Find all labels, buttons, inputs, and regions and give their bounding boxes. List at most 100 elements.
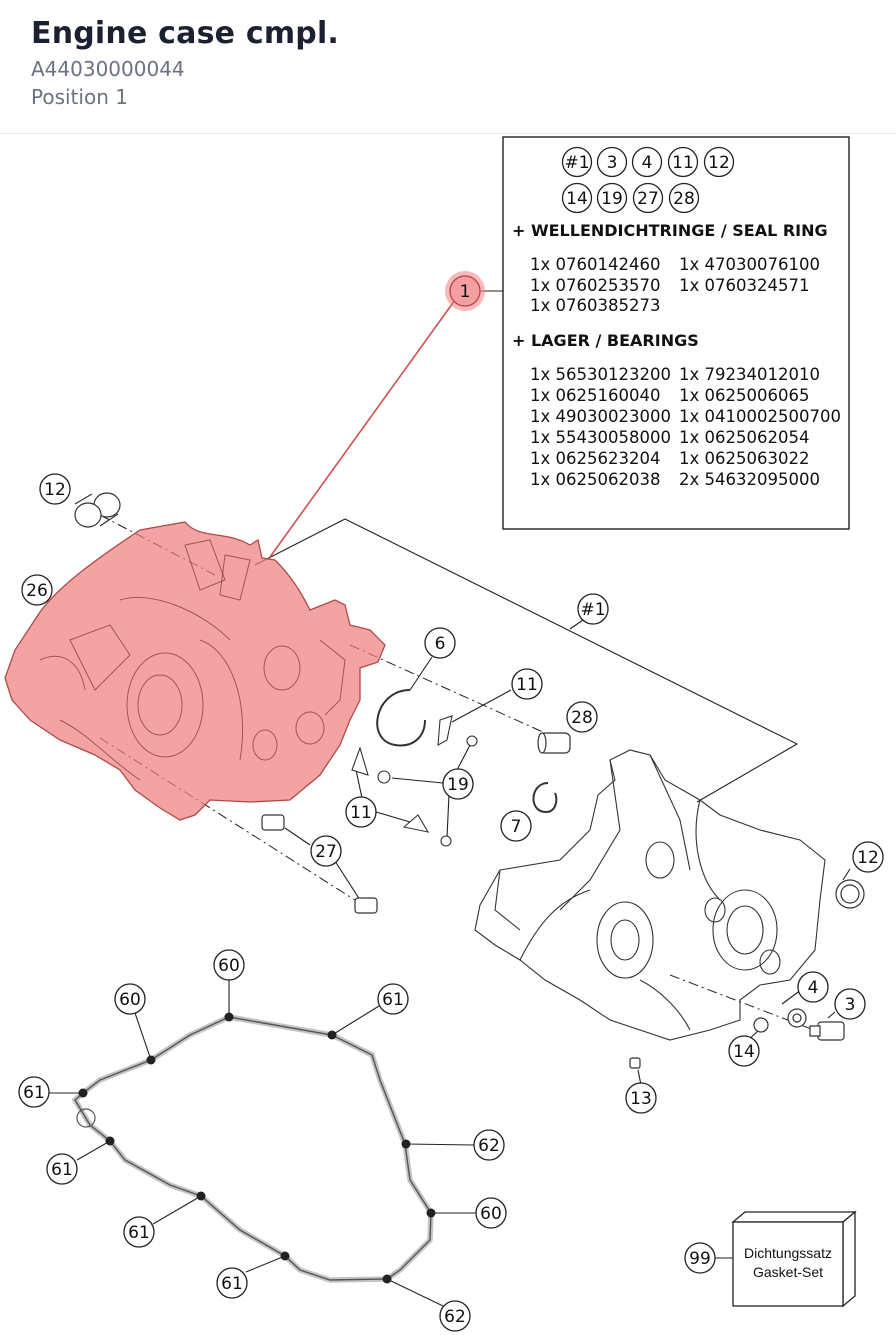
screw-13[interactable] (629, 1057, 641, 1069)
callout-28[interactable]: 28 (566, 701, 598, 733)
plug-3[interactable] (809, 1021, 845, 1041)
svg-text:19: 19 (447, 775, 469, 795)
bearing-part: 1x 79234012010 (679, 365, 820, 384)
svg-text:61: 61 (51, 1160, 73, 1180)
callout-61[interactable]: 61 (377, 983, 409, 1015)
svg-text:7: 7 (511, 817, 522, 837)
svg-text:60: 60 (480, 1204, 502, 1224)
svg-text:99: 99 (689, 1249, 711, 1269)
engine-case-half-right[interactable] (474, 749, 826, 1041)
legend-callout: 14 (566, 189, 588, 209)
bearing-part: 1x 49030023000 (530, 407, 671, 426)
svg-text:12: 12 (857, 848, 879, 868)
seal-heading: + WELLENDICHTRINGE / SEAL RING (512, 221, 828, 240)
bearing-part: 1x 0625062038 (530, 470, 661, 489)
bearing-part: 1x 0625062054 (679, 428, 810, 447)
svg-text:61: 61 (382, 990, 404, 1010)
bearing-heading: + LAGER / BEARINGS (512, 331, 699, 350)
legend-callouts-row2: 14 19 27 28 (561, 182, 700, 214)
callout-14[interactable]: 14 (728, 1035, 760, 1067)
svg-text:61: 61 (128, 1223, 150, 1243)
svg-text:11: 11 (516, 675, 538, 695)
gasket-dowel-points (78, 1012, 436, 1284)
svg-text:13: 13 (630, 1089, 652, 1109)
position-label: Position 1 (31, 85, 128, 109)
svg-text:14: 14 (733, 1042, 755, 1062)
svg-text:62: 62 (444, 1307, 466, 1327)
callout-61[interactable]: 61 (46, 1153, 78, 1185)
svg-text:60: 60 (119, 990, 141, 1010)
callout-62[interactable]: 62 (439, 1300, 471, 1332)
callout-99[interactable]: 99 (684, 1242, 716, 1274)
circlip-6[interactable] (376, 689, 426, 747)
svg-text:28: 28 (571, 708, 593, 728)
engine-case-half-left[interactable] (4, 521, 386, 821)
bearing-part: 2x 54632095000 (679, 470, 820, 489)
gasket-set-box[interactable] (731, 1210, 857, 1308)
callout-1[interactable]: 1 (445, 271, 485, 311)
part-14[interactable] (753, 1017, 769, 1033)
circlip-7[interactable] (532, 782, 558, 814)
legend-callouts-row1: #1 3 4 11 12 (561, 146, 735, 178)
legend-callout: 11 (672, 153, 694, 173)
svg-text:#1: #1 (580, 600, 605, 620)
bearing-part: 1x 0625006065 (679, 386, 810, 405)
callout-4[interactable]: 4 (797, 971, 829, 1003)
callout-11[interactable]: 11 (345, 796, 377, 828)
callout-61[interactable]: 61 (216, 1267, 248, 1299)
bearing-28[interactable] (537, 732, 571, 754)
bearing-part: 1x 0625623204 (530, 449, 661, 468)
legend-callout: 3 (607, 153, 618, 173)
callout-13[interactable]: 13 (625, 1082, 657, 1114)
svg-text:60: 60 (218, 956, 240, 976)
bearing-part: 1x 0625160040 (530, 386, 661, 405)
gasket-set-label-en: Gasket-Set (753, 1264, 823, 1280)
callout-12[interactable]: 12 (39, 473, 71, 505)
bearing-12-left[interactable] (74, 492, 121, 528)
legend-callout: #1 (564, 153, 589, 173)
seal-part: 1x 0760385273 (530, 296, 661, 315)
bushing-27[interactable] (261, 814, 378, 914)
callout-11[interactable]: 11 (511, 668, 543, 700)
legend-box: #1 3 4 11 12 14 19 27 28 + WELLENDICHTRI… (502, 136, 850, 530)
svg-text:11: 11 (350, 803, 372, 823)
svg-text:26: 26 (26, 581, 48, 601)
plates-11[interactable] (351, 715, 453, 833)
callout-6[interactable]: 6 (424, 627, 456, 659)
callout-3[interactable]: 3 (834, 988, 866, 1020)
legend-callout: 28 (673, 189, 695, 209)
bearing-part: 1x 56530123200 (530, 365, 671, 384)
svg-text:6: 6 (435, 634, 446, 654)
legend-callout: 27 (637, 189, 659, 209)
sealing-washers-19[interactable] (377, 735, 478, 847)
callout-7[interactable]: 7 (500, 810, 532, 842)
legend-callout: 19 (601, 189, 623, 209)
page-title: Engine case cmpl. (31, 16, 340, 51)
callout-26[interactable]: 26 (21, 574, 53, 606)
callout-61[interactable]: 61 (123, 1216, 155, 1248)
callout-60[interactable]: 60 (475, 1197, 507, 1229)
part-number: A44030000044 (31, 57, 185, 81)
seal-part: 1x 0760324571 (679, 276, 810, 295)
callout-60[interactable]: 60 (213, 949, 245, 981)
callout-62[interactable]: 62 (473, 1129, 505, 1161)
callout-hash1[interactable]: #1 (577, 593, 609, 625)
svg-text:12: 12 (44, 480, 66, 500)
bearing-part: 1x 0410002500700 (679, 407, 841, 426)
svg-text:61: 61 (221, 1274, 243, 1294)
svg-text:62: 62 (478, 1136, 500, 1156)
bearing-12-right[interactable] (835, 879, 865, 909)
callout-12[interactable]: 12 (852, 841, 884, 873)
callout-27[interactable]: 27 (310, 835, 342, 867)
seal-part: 1x 0760142460 (530, 255, 661, 274)
svg-text:4: 4 (808, 978, 819, 998)
callout-19[interactable]: 19 (442, 768, 474, 800)
callout-60[interactable]: 60 (114, 983, 146, 1015)
washer-4[interactable] (787, 1008, 807, 1028)
bearing-part: 1x 0625063022 (679, 449, 810, 468)
seal-part: 1x 0760253570 (530, 276, 661, 295)
legend-callout: 12 (708, 153, 730, 173)
callout-61[interactable]: 61 (18, 1076, 50, 1108)
seal-part: 1x 47030076100 (679, 255, 820, 274)
